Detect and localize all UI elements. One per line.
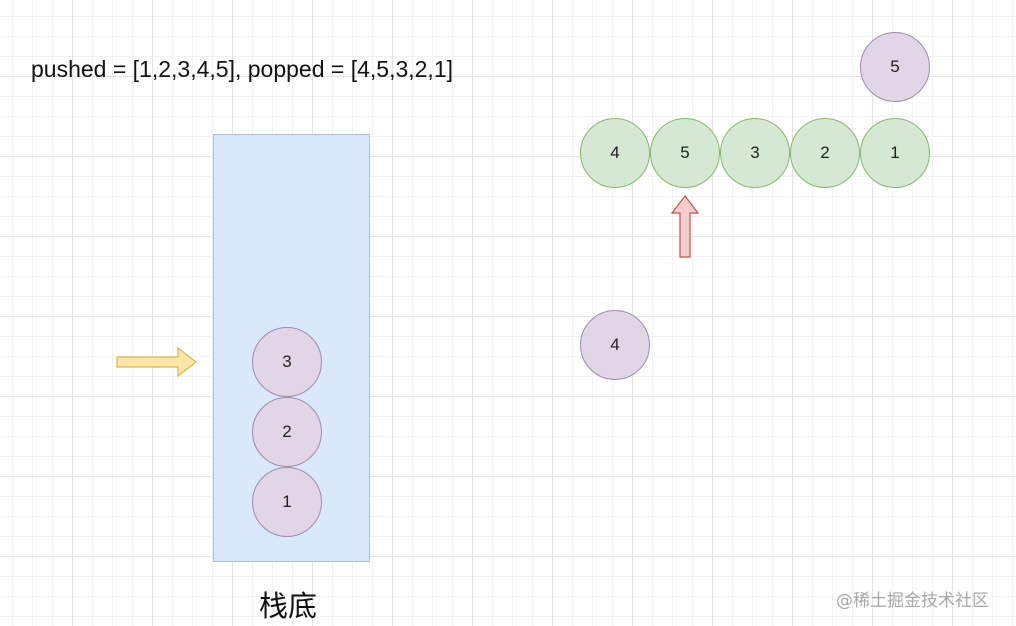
popped-seq-item-4: 4 <box>580 118 650 188</box>
stack-item-3: 3 <box>252 327 322 397</box>
stack-item-1: 1 <box>252 467 322 537</box>
push-arrow-icon <box>116 346 197 378</box>
popped-node-4: 4 <box>580 310 650 380</box>
stack-item-2: 2 <box>252 397 322 467</box>
pointer-arrow-icon <box>670 195 700 258</box>
stack-bottom-label: 栈底 <box>259 589 318 623</box>
popped-seq-item-1: 1 <box>860 118 930 188</box>
pushed-popped-text: pushed = [1,2,3,4,5], popped = [4,5,3,2,… <box>31 56 454 82</box>
popped-seq-item-3: 3 <box>720 118 790 188</box>
popped-seq-item-2: 2 <box>790 118 860 188</box>
top-node-5: 5 <box>860 32 930 102</box>
popped-seq-item-5: 5 <box>650 118 720 188</box>
watermark: @稀土掘金技术社区 <box>836 591 989 611</box>
